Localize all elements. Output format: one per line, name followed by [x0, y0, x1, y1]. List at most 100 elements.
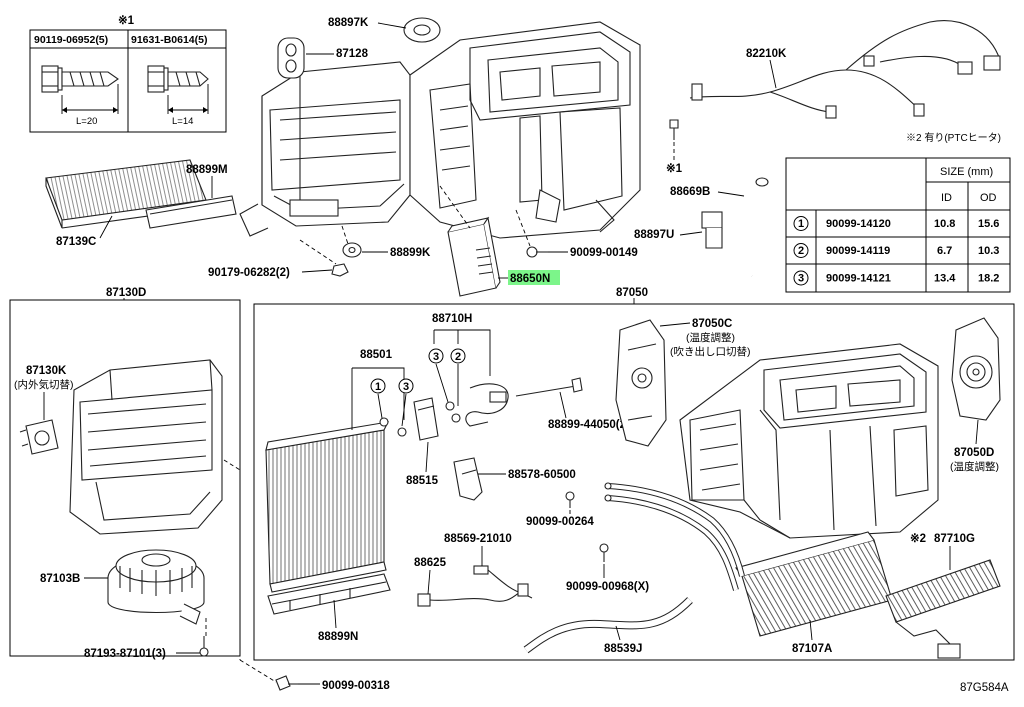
spec-row-2-no: 2	[798, 245, 804, 257]
screw-box: ※1 90119-06952(5) 91631-B0614(5) L=20	[29, 14, 227, 133]
ring-marker-3b-text: 3	[433, 351, 439, 363]
ring-marker-3-text: 3	[403, 381, 409, 393]
expansion-valve-88710h-icon	[445, 383, 509, 427]
hose-88539j-icon	[523, 597, 693, 654]
ring-marker-3: 3	[398, 378, 414, 394]
label-88899-44050: 88899-44050(2)	[548, 419, 630, 431]
screw-87193-87101-icon	[199, 636, 209, 657]
label-87050c-note1: (温度調整)	[686, 331, 735, 344]
label-87050d: 87050D	[954, 447, 994, 459]
label-88515: 88515	[406, 475, 439, 487]
label-88710h: 88710H	[432, 313, 472, 325]
spec-table: ※2 有り(PTCヒータ) SIZE (mm) ID OD 1 90099-14…	[785, 131, 1011, 293]
bracket-88578-60500-icon	[453, 457, 483, 501]
gasket-88897k-icon	[403, 17, 441, 43]
label-87710g: 87710G	[934, 533, 975, 545]
label-87050: 87050	[616, 287, 648, 299]
label-88501: 88501	[360, 349, 393, 361]
label-90099-00968: 90099-00968(X)	[566, 581, 649, 593]
spec-col-od: OD	[980, 192, 997, 204]
spec-table-note: ※2 有り(PTCヒータ)	[906, 131, 1001, 144]
screw-1-part: 90119-06952(5)	[34, 34, 108, 46]
label-88897k: 88897K	[328, 17, 369, 29]
label-87710g-mark: ※2	[910, 532, 926, 545]
o-ring-icon	[379, 417, 407, 437]
screw-note1-icon	[669, 119, 679, 140]
label-90179-06282: 90179-06282(2)	[208, 267, 290, 279]
screw-90099-00318-icon	[275, 675, 298, 691]
filter-cover-88899m-icon	[145, 195, 237, 229]
label-88578-60500: 88578-60500	[508, 469, 576, 481]
label-88650n[interactable]: 88650N	[510, 273, 550, 285]
ring-marker-1-text: 1	[375, 381, 381, 393]
blower-motor-87103b-icon	[107, 549, 205, 625]
heater-core-87107a-icon	[604, 482, 893, 637]
heater-unit-assembly-drawing	[239, 21, 641, 239]
spec-row-1-od: 15.6	[978, 218, 999, 230]
spec-row-2-od: 10.3	[978, 245, 999, 257]
thermistor-88515-icon	[413, 397, 439, 441]
hose-88669b-icon	[735, 177, 769, 278]
label-87050c-note2: (吹き出し口切替)	[670, 345, 751, 358]
spec-row-2-part: 90099-14119	[826, 245, 890, 257]
label-87050d-note: (温度調整)	[950, 460, 999, 473]
evaporator-bracket-88899n-icon	[267, 573, 391, 615]
label-87139c: 87139C	[56, 236, 96, 248]
spec-row-3-no: 3	[798, 273, 804, 285]
label-88899n: 88899N	[318, 631, 358, 643]
label-87050c: 87050C	[692, 318, 732, 330]
label-87130d: 87130D	[106, 287, 146, 299]
label-90099-00149: 90099-00149	[570, 247, 638, 259]
bolt-88899-44050-icon	[515, 377, 583, 397]
wire-harness-82210k-icon	[689, 20, 1001, 119]
label-88625: 88625	[414, 557, 447, 569]
label-87130k: 87130K	[26, 365, 67, 377]
screw-90099-00264-icon	[565, 491, 575, 508]
spec-col-id: ID	[941, 192, 952, 204]
spec-row-1-part: 90099-14120	[826, 218, 891, 230]
highlight-88650n	[508, 270, 560, 285]
label-87130k-note: (内外気切替)	[14, 378, 74, 391]
screw-2-length: L=14	[172, 116, 193, 127]
screw-2-part: 91631-B0614(5)	[131, 34, 207, 46]
harness-88625-icon	[417, 583, 529, 607]
nut-90179-06282-icon	[331, 263, 349, 277]
seal-87128-icon	[277, 37, 305, 79]
screw-1-icon: L=20	[41, 65, 119, 127]
hvac-case-87050-drawing	[679, 343, 939, 539]
spec-row-3-part: 90099-14121	[826, 273, 891, 285]
spec-row-1: 1 90099-14120 10.8 15.6	[793, 216, 999, 231]
label-88539j: 88539J	[604, 643, 642, 655]
ring-marker-2-text: 2	[455, 351, 461, 363]
label-87107a: 87107A	[792, 643, 832, 655]
label-88897u: 88897U	[634, 229, 674, 241]
label-88899m: 88899M	[186, 164, 228, 176]
spec-row-1-id: 10.8	[934, 218, 955, 230]
screw-1-length: L=20	[76, 116, 97, 127]
label-88899k: 88899K	[390, 247, 431, 259]
diagram-code: 87G584A	[960, 682, 1009, 694]
label-88669b: 88669B	[670, 186, 710, 198]
spec-size-header: SIZE (mm)	[940, 166, 993, 178]
spec-row-2-id: 6.7	[937, 245, 952, 257]
actuator-87050c-icon	[615, 319, 667, 447]
label-88569-21010: 88569-21010	[444, 533, 512, 545]
spec-row-3: 3 90099-14121 13.4 18.2	[793, 270, 999, 286]
label-90099-00264: 90099-00264	[526, 516, 594, 528]
screw-box-note-mark: ※1	[118, 14, 135, 27]
screw-90099-00968-icon	[599, 543, 609, 562]
spec-row-2: 2 90099-14119 6.7 10.3	[793, 243, 999, 258]
valve-88897u-icon	[701, 211, 723, 249]
label-90099-00318: 90099-00318	[322, 680, 390, 692]
label-87193-87101: 87193-87101(3)	[84, 648, 166, 660]
label-87103b: 87103B	[40, 573, 80, 585]
actuator-87130k-icon	[19, 419, 59, 455]
grommet-88899k-icon	[342, 242, 362, 258]
spec-row-3-id: 13.4	[934, 273, 956, 285]
ring-marker-3b: 3	[428, 348, 444, 364]
spec-row-3-od: 18.2	[978, 273, 999, 285]
ring-marker-2: 2	[450, 348, 466, 364]
spec-row-1-no: 1	[798, 218, 804, 230]
blower-case-87130d-drawing	[69, 359, 223, 535]
